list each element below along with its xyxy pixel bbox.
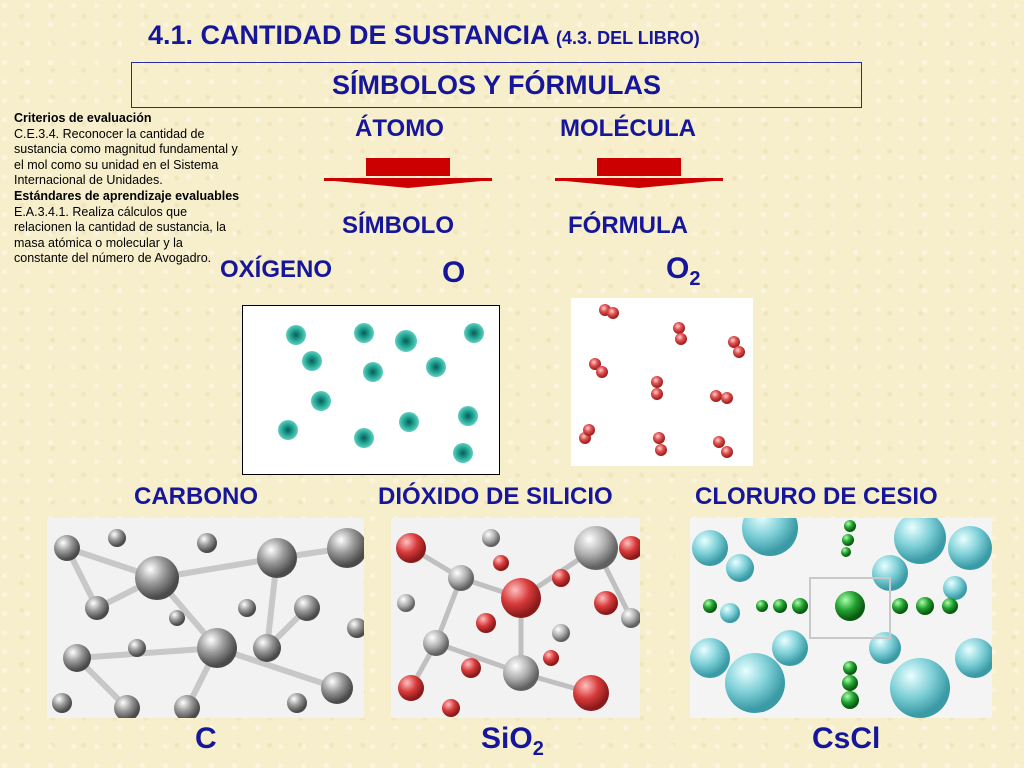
cscl-svg [690, 518, 992, 718]
oxygen-symbol: O [442, 256, 466, 289]
symbol-label: SÍMBOLO [342, 212, 454, 239]
sio2-svg [396, 526, 640, 717]
example-formula-cesium-chloride: CsCl [812, 722, 881, 755]
oxygen-name: OXÍGENO [220, 256, 333, 283]
criteria-heading: Criterios de evaluación [14, 111, 152, 125]
example-name-cesium-chloride: CLORURO DE CESIO [695, 483, 938, 510]
example-name-carbon: CARBONO [134, 483, 258, 510]
page-title: 4.1. CANTIDAD DE SUSTANCIA (4.3. DEL LIB… [148, 20, 700, 51]
molecule-label: MOLÉCULA [560, 115, 696, 142]
cesium-chloride-structure-illustration [690, 518, 992, 718]
oxygen-formula: O2 [666, 252, 701, 290]
molecules-svg [579, 304, 745, 458]
standards-text: E.A.3.4.1. Realiza cálculos que relacion… [14, 204, 226, 266]
criteria-text: C.E.3.4. Reconocer la cantidad de sustan… [14, 126, 238, 188]
oxygen-molecules-illustration [571, 298, 753, 466]
standards-heading: Estándares de aprendizaje evaluables [14, 188, 240, 203]
silicon-dioxide-structure-illustration [391, 518, 640, 718]
title-main: 4.1. CANTIDAD DE SUSTANCIA [148, 20, 549, 50]
arrow-down-icon [555, 158, 723, 188]
evaluation-criteria: Criterios de evaluación C.E.3.4. Reconoc… [14, 111, 240, 267]
title-sub: (4.3. DEL LIBRO) [556, 28, 700, 48]
example-formula-carbon: C [195, 722, 217, 755]
formula-label: FÓRMULA [568, 212, 688, 239]
example-formula-silicon-dioxide: SiO2 [481, 722, 544, 760]
arrow-down-icon [324, 158, 492, 188]
example-name-silicon-dioxide: DIÓXIDO DE SILICIO [378, 483, 613, 510]
subtitle-text: SÍMBOLOS Y FÓRMULAS [331, 69, 662, 100]
carbon-svg [52, 528, 364, 718]
oxygen-atoms-illustration [242, 305, 500, 475]
atoms-svg [278, 323, 484, 463]
subtitle-box: SÍMBOLOS Y FÓRMULAS [131, 62, 862, 108]
carbon-structure-illustration [47, 518, 364, 718]
atom-label: ÁTOMO [355, 115, 444, 142]
